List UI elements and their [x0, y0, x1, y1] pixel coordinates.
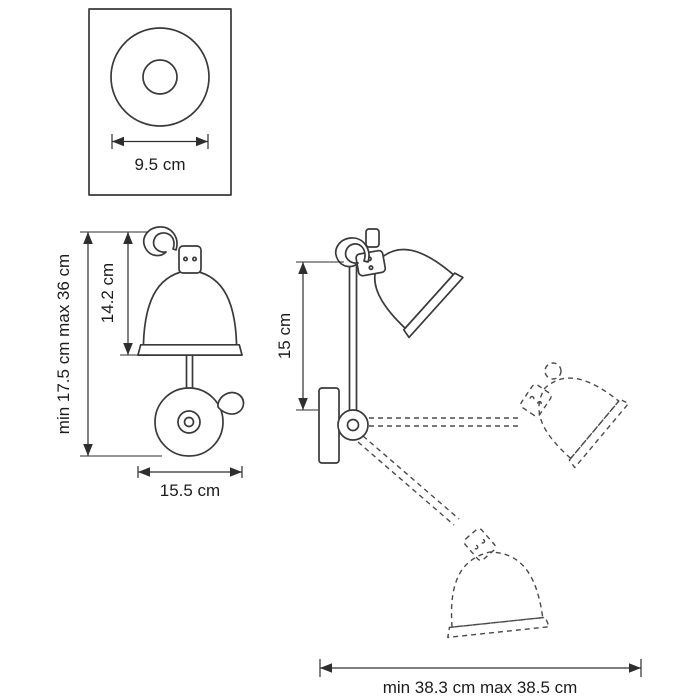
switch-knob: [217, 391, 245, 415]
dimension-reach: min 38.3 cm max 38.5 cm: [319, 659, 642, 697]
dimension-shade-height: 14.2 cm: [98, 232, 150, 356]
shade-joint-side: [178, 245, 202, 274]
dashed-curl-right: [544, 362, 562, 380]
dimension-overall-height: min 17.5 cm max 36 cm: [54, 231, 162, 457]
mount-hub-center: [183, 416, 195, 428]
cable-curl-front: [334, 237, 370, 268]
dashed-shade-down: [438, 545, 550, 639]
dimension-upper-height: 15 cm: [275, 261, 344, 411]
dashed-joint-right: [518, 382, 554, 419]
dashed-joint-down: [461, 526, 498, 563]
side-width-label: 15.5 cm: [160, 481, 220, 500]
lamp-dashed-position-down: [357, 435, 550, 639]
shade-outline-top: [110, 27, 210, 127]
top-view: 9.5 cm: [88, 8, 232, 196]
head-cap: [365, 228, 380, 248]
dimension-side-width: 15.5 cm: [137, 466, 243, 500]
top-view-frame: [88, 8, 232, 196]
reach-label: min 38.3 cm max 38.5 cm: [383, 678, 578, 697]
shade-joint-front: [354, 249, 387, 278]
lamp-shade-side: [136, 268, 244, 357]
dimension-top-diameter: 9.5 cm: [111, 134, 209, 174]
overall-height-label: min 17.5 cm max 36 cm: [54, 254, 73, 434]
top-view-diameter-label: 9.5 cm: [134, 155, 185, 174]
shade-height-label: 14.2 cm: [98, 263, 117, 323]
upper-height-label: 15 cm: [275, 313, 294, 359]
front-view: 15 cm min 38.3 cm max 38.5 cm: [275, 227, 642, 697]
side-view: min 17.5 cm max 36 cm 14.2 cm 15.5 cm: [54, 226, 245, 500]
cable-curl-side: [142, 226, 178, 257]
shade-hole-top: [142, 59, 178, 95]
lamp-dashed-position-right: [369, 355, 630, 469]
pivot-hub-center: [346, 418, 360, 432]
dashed-shade-right: [517, 355, 630, 469]
lamp-solid-position: [318, 227, 464, 464]
wall-plate-front: [318, 387, 340, 464]
